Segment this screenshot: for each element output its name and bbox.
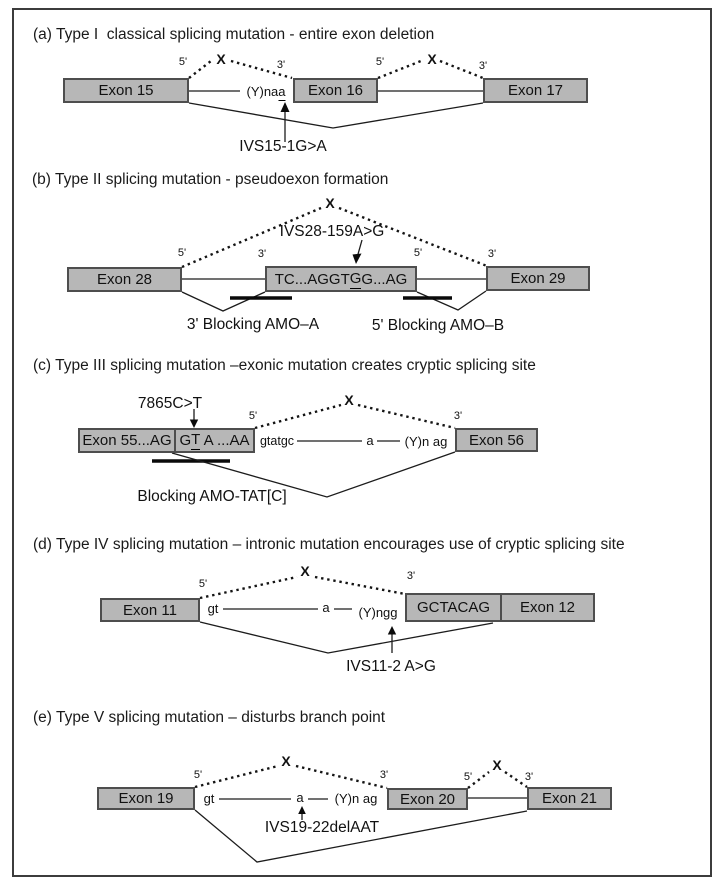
five-prime-label: 5' [413,247,423,259]
exon-box-56: Exon 56 [455,428,538,452]
underlined-base: a [278,84,286,101]
underlined-base: G [349,269,362,289]
panel-c-title: (c) Type III splicing mutation –exonic m… [33,357,536,374]
amo-label: Blocking AMO-TAT[C] [137,488,287,505]
branch-point-a: a [366,433,374,448]
acceptor-sequence: (Y)n ag [334,791,378,806]
blocked-splice-x-mark: X [492,757,502,773]
mutation-label: 7865C>T [137,395,203,412]
blocked-splice-x-mark: X [216,51,226,67]
exon-box-16: Exon 16 [293,78,378,103]
exon-box-17: Exon 17 [483,78,588,103]
exon-label: Exon 56 [468,431,525,449]
underlined-base: T [191,431,201,450]
mutation-label: IVS19-22delAAT [264,819,380,836]
exon-label: Exon 21 [541,790,598,807]
sequence-text: GCTACAG [416,599,491,616]
sequence-text: (Y)na [246,84,279,99]
blocked-splice-x-mark: X [281,753,291,769]
donor-sequence: gt [203,791,215,806]
panel-b-title: (b) Type II splicing mutation - pseudoex… [32,171,389,188]
exon-label: Exon 19 [118,790,174,807]
sequence-text: G...AG [361,270,408,288]
three-prime-label: 3' [524,771,534,783]
exon-label: Exon 20 [399,790,456,808]
figure-border [12,8,712,877]
sequence-text: A ...AA [200,432,250,449]
three-prime-label: 3' [406,570,416,582]
branch-point-a: a [296,790,304,805]
exon-label: Exon 29 [510,270,566,287]
exon-label: Exon 12 [519,599,576,616]
donor-sequence: gt [207,601,219,616]
three-prime-label: 3' [379,769,389,781]
exon-label: Exon 17 [507,82,564,99]
exon-box-11: Exon 11 [100,598,200,622]
five-prime-label: 5' [375,56,385,68]
sequence-text: Exon 55...AG [82,432,172,449]
branch-site-sequence: (Y)naa [246,84,286,101]
exon-label: Exon 11 [123,601,177,619]
intron-sequence: gtatgc [259,434,295,448]
exon-box-29: Exon 29 [486,266,590,291]
exon-box-20: Exon 20 [387,788,468,810]
branch-point-a: a [322,600,330,615]
blocked-splice-x-mark: X [325,195,335,211]
five-prime-label: 5' [177,247,187,259]
exon-label: Exon 16 [307,82,364,99]
exon-label: Exon 15 [98,82,154,99]
panel-e-title: (e) Type V splicing mutation – disturbs … [33,709,386,726]
exon-box-28: Exon 28 [67,267,182,292]
mutation-label: IVS11-2 A>G [346,658,436,675]
five-prime-label: 5' [193,769,203,781]
exon-box-19: Exon 19 [97,787,195,810]
exon-box-21: Exon 21 [527,787,612,810]
cryptic-site-segment: GCTACAG [407,595,500,620]
three-prime-label: 3' [478,60,488,72]
sequence-text: TC...AGGT [274,270,350,288]
acceptor-sequence: (Y)n ag [404,434,448,449]
five-prime-label: 5' [198,578,208,590]
blocked-splice-x-mark: X [300,563,310,579]
five-prime-label: 5' [178,56,188,68]
panel-a-title: (a) Type I classical splicing mutation -… [33,26,435,43]
amo-label-left: 3' Blocking AMO–A [186,316,320,333]
exon-label: Exon 28 [96,271,153,288]
three-prime-label: 3' [276,59,286,71]
amo-label-right: 5' Blocking AMO–B [371,317,505,334]
exon-box-12-with-cryptic: GCTACAG Exon 12 [405,593,595,622]
exon-55-left-segment: Exon 55...AG [80,430,174,451]
three-prime-label: 3' [487,248,497,260]
sequence-text: G [179,432,192,449]
mutation-label: IVS28-159A>G [279,223,385,240]
mutation-label: IVS15-1G>A [239,138,327,155]
five-prime-label: 5' [248,410,258,422]
three-prime-label: 3' [257,248,267,260]
three-prime-label: 3' [453,410,463,422]
exon-box-15: Exon 15 [63,78,189,103]
blocked-splice-x-mark: X [427,51,437,67]
five-prime-label: 5' [463,771,473,783]
acceptor-sequence: (Y)ngg [358,605,398,620]
panel-d-title: (d) Type IV splicing mutation – intronic… [33,536,625,553]
exon-12-segment: Exon 12 [500,595,593,620]
blocked-splice-x-mark: X [344,392,354,408]
